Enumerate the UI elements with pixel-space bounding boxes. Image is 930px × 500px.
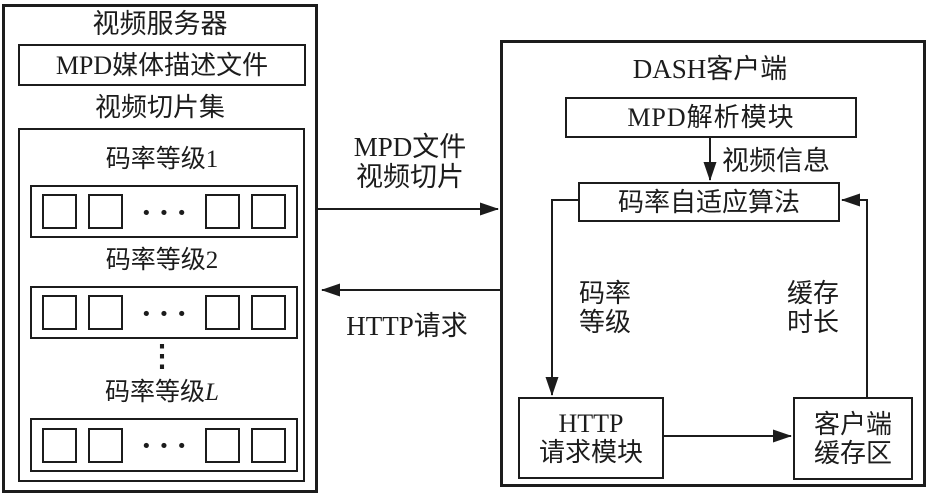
video-segment <box>251 295 286 330</box>
segment-ellipsis: ··· <box>123 429 205 461</box>
video-segment <box>88 427 123 463</box>
ellipsis-dots: ··· <box>140 427 194 463</box>
http-module-line2: 请求模块 <box>538 438 643 467</box>
client-buffer-line1: 客户端 <box>813 409 892 439</box>
video-segment <box>205 295 240 330</box>
video-slice-set-title: 视频切片集 <box>94 92 225 122</box>
video-segment <box>42 427 77 463</box>
video-segment <box>88 194 123 229</box>
bitrate-level-L-segments: ··· <box>30 418 298 472</box>
arrow-buffer-to-abr <box>841 193 868 397</box>
http-request-label: HTTP请求 <box>346 311 468 341</box>
dash-client-box <box>500 40 926 487</box>
video-server-title: 视频服务器 <box>92 9 228 39</box>
bitrate-level-label-line2: 等级 <box>578 308 631 337</box>
client-buffer-box: 客户端 缓存区 <box>793 397 913 480</box>
download-label-line2: 视频切片 <box>356 162 464 192</box>
buffer-duration-label: 缓存 时长 <box>773 274 853 342</box>
bitrate-level-1-index: 1 <box>205 146 219 173</box>
bitrate-level-label: 码率 等级 <box>565 274 645 342</box>
bitrate-level-1-text: 码率等级 <box>105 146 206 173</box>
segment-ellipsis: ··· <box>123 297 205 329</box>
download-channel-label: MPD文件 视频切片 <box>327 132 493 192</box>
arrow-abr-to-http-module <box>545 199 579 396</box>
bitrate-level-L-index: L <box>205 379 219 406</box>
video-segment <box>251 427 286 463</box>
http-request-module-box: HTTP 请求模块 <box>518 397 664 479</box>
bitrate-level-2-segments: ··· <box>30 286 298 339</box>
video-slice-set-box <box>18 128 305 482</box>
video-info-label: 视频信息 <box>722 146 830 176</box>
video-segment <box>42 295 77 330</box>
bitrate-level-1-segments: ··· <box>30 185 298 238</box>
segment-ellipsis: ··· <box>123 196 205 228</box>
mpd-description-file-box: MPD媒体描述文件 <box>18 44 306 86</box>
bitrate-level-2-index: 2 <box>205 247 219 274</box>
vertical-ellipsis: ⋮ <box>147 340 177 373</box>
video-server-box <box>2 4 318 493</box>
bitrate-level-2-text: 码率等级 <box>105 247 206 274</box>
video-segment <box>205 194 240 229</box>
bitrate-level-label-line1: 码率 <box>578 279 631 308</box>
dash-client-title: DASH客户端 <box>632 54 788 84</box>
client-buffer-line2: 缓存区 <box>813 438 892 468</box>
video-segment <box>42 194 77 229</box>
ellipsis-dots: ··· <box>140 294 194 331</box>
video-segment <box>251 194 286 229</box>
abr-algorithm-box: 码率自适应算法 <box>578 182 840 222</box>
bitrate-level-L-text: 码率等级 <box>105 379 206 406</box>
video-segment <box>205 427 240 463</box>
buffer-duration-label-line1: 缓存 <box>786 279 839 308</box>
http-module-line1: HTTP <box>558 409 624 438</box>
video-segment <box>88 295 123 330</box>
buffer-duration-label-line2: 时长 <box>786 308 839 337</box>
mpd-parser-box: MPD解析模块 <box>565 97 857 138</box>
ellipsis-dots: ··· <box>140 193 194 230</box>
download-label-line1: MPD文件 <box>353 132 467 162</box>
